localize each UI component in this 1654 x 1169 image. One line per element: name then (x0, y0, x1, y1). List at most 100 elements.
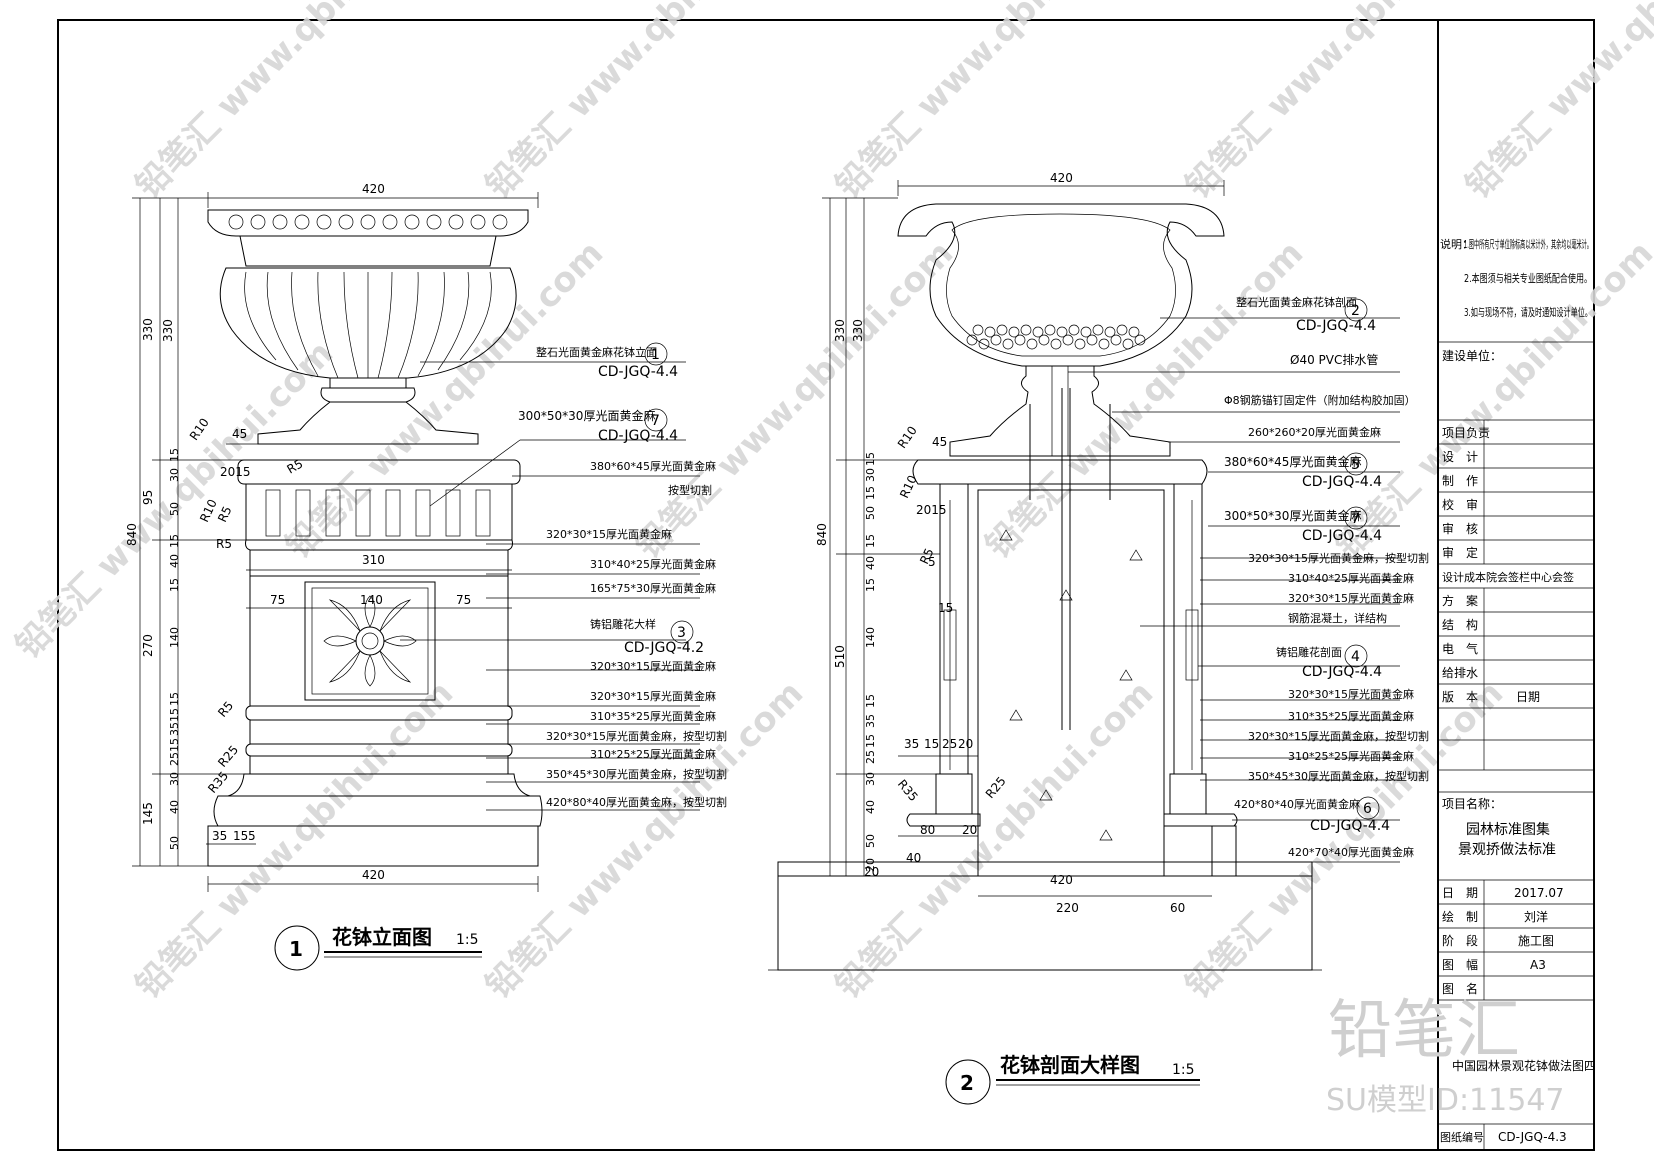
tb-sign-label: 电 气 (1442, 641, 1478, 656)
dim-220: 220 (1056, 901, 1079, 915)
figure-title: 花钵剖面大样图 (1000, 1053, 1140, 1077)
note-text: 420*80*40厚光面黄金麻 (1234, 797, 1360, 811)
callout-number: 1 (651, 347, 660, 363)
dim-seg: 15 (864, 486, 877, 500)
dim-2015: 2015 (220, 465, 251, 479)
figure-title: 花钵立面图 (332, 925, 432, 949)
note-text: 310*35*25厚光面黄金麻 (1288, 709, 1414, 723)
dim-seg: 15 (168, 578, 181, 592)
dim-330-b: 330 (161, 319, 175, 342)
callout-number: 4 (1351, 649, 1360, 665)
figure-number: 2 (960, 1071, 974, 1095)
note-text: 按型切割 (668, 483, 712, 497)
radius-label: R35 (895, 777, 921, 804)
watermark-tile: 铅笔汇 www.qbihui.com (128, 0, 461, 206)
note-text: 310*40*25厚光面黄金麻 (590, 557, 716, 571)
callout-number: 2 (1351, 303, 1360, 319)
tb-info-label: 图 名 (1442, 981, 1478, 996)
dim-seg: 15 (168, 708, 181, 722)
note-text: Ø40 PVC排水管 (1290, 352, 1378, 367)
tb-row-label: 设 计 (1442, 450, 1478, 464)
note-text: 320*30*15厚光面黄金麻，按型切割 (1248, 729, 1429, 743)
note-text: 380*60*45厚光面黄金麻 (590, 459, 716, 473)
dim-310: 310 (362, 553, 385, 567)
dim-45: 45 (232, 427, 247, 441)
tb-sign-label: 给排水 (1442, 666, 1478, 680)
radius-label: R25 (215, 743, 241, 770)
note-text: 310*25*25厚光面黄金麻 (590, 747, 716, 761)
note-ref: CD-JGQ-4.2 (624, 640, 704, 656)
tb-info-value: 2017.07 (1514, 886, 1564, 900)
project-name: 景观挢做法标准 (1458, 842, 1556, 858)
dim-95: 95 (141, 490, 155, 505)
radius-label: R5 (216, 537, 232, 551)
dim-seg: 140 (864, 627, 877, 648)
notes-heading: 说明： (1440, 237, 1473, 251)
figure-number: 1 (289, 937, 303, 961)
dim-seg: 20 (864, 858, 877, 872)
dim-seg: 40 (168, 554, 181, 568)
note-text: 320*30*15厚光面黄金麻 (546, 527, 672, 541)
note-text: Φ8钢筋锚钉固定件（附加结构胶加固） (1224, 393, 1416, 407)
dim-seg: 30 (864, 772, 877, 786)
dim-35: 35 (904, 737, 919, 751)
dim-2015: 2015 (916, 503, 947, 517)
tb-info-label: 绘 制 (1442, 909, 1478, 924)
radius-label: R5 (917, 546, 936, 566)
dim-seg: 40 (864, 556, 877, 570)
note-text: 165*75*30厚光面黄金麻 (590, 581, 716, 595)
note-text: 320*30*15厚光面黄金麻 (1288, 591, 1414, 605)
dim-seg: 15 (864, 578, 877, 592)
dim-seg: 15 (168, 738, 181, 752)
sheet-number-label: 图纸编号 (1440, 1130, 1484, 1144)
tb-info-label: 阶 段 (1442, 933, 1478, 948)
dim-seg: 30 (168, 468, 181, 482)
project-label: 项目名称： (1442, 796, 1502, 811)
project-name: 园林标准图集 (1466, 821, 1550, 838)
tb-info-value: 刘洋 (1524, 909, 1548, 924)
tb-info-value: A3 (1530, 958, 1546, 972)
dim-270: 270 (141, 634, 155, 657)
note-text: 铸铝雕花大样 (590, 617, 656, 631)
watermark-tile: 铅笔汇 www.qbihui.com (478, 0, 811, 206)
radius-label: R5 (215, 504, 234, 524)
dim-seg: 40 (864, 800, 877, 814)
dim-seg: 35 (864, 714, 877, 728)
dim-510: 510 (833, 645, 847, 668)
dim-15-vert: 15 (938, 601, 953, 615)
dim-seg: 15 (864, 534, 877, 548)
tb-row-label: 校 审 (1442, 497, 1478, 512)
dim-seg: 50 (168, 502, 181, 516)
watermark-tile: 铅笔汇 www.qbihui.com (1178, 673, 1511, 1006)
dim-420-lower: 420 (1050, 873, 1073, 887)
dim-seg: 15 (864, 694, 877, 708)
cast-aluminium-ornament (304, 581, 436, 701)
dim-seg: 25 (168, 752, 181, 766)
dim-seg: 15 (168, 448, 181, 462)
note-text: 350*45*30厚光面黄金麻，按型切割 (1248, 769, 1429, 783)
tb-version-label: 版 本 (1442, 690, 1478, 704)
drainage-gravel (966, 324, 1146, 350)
dim-seg: 15 (864, 734, 877, 748)
tb-sign-label: 方 案 (1442, 593, 1478, 608)
callout-number: 3 (677, 625, 686, 641)
dim-75-right: 75 (456, 593, 471, 607)
title-block: 说明： 1.图中所有尺寸单位除标高以米计外，其余均以毫米计。 2.本图须与相关专… (1437, 20, 1596, 1150)
figure-scale: 1:5 (1172, 1062, 1195, 1078)
dim-20: 20 (958, 737, 973, 751)
brand-logo-text: 铅笔汇 (1328, 994, 1520, 1068)
tb-row-label: 审 核 (1442, 521, 1478, 536)
dim-25: 25 (942, 737, 957, 751)
notes-line: 3.如与现场不符，请及时通知设计单位。 (1464, 305, 1592, 319)
callout-number: 6 (1363, 801, 1372, 817)
tb-row-label: 制 作 (1442, 474, 1478, 488)
dim-seg: 35 (168, 722, 181, 736)
radius-label: R10 (897, 473, 920, 500)
note-text: 420*70*40厚光面黄金麻 (1288, 845, 1414, 859)
note-ref: CD-JGQ-4.4 (1302, 474, 1382, 490)
tb-info-label: 图 幅 (1442, 957, 1478, 972)
note-text: 320*30*15厚光面黄金麻 (590, 659, 716, 673)
tb-sign-title: 设计成本院会签栏中心会签 (1442, 570, 1574, 584)
dim-5: 5 (928, 555, 936, 569)
